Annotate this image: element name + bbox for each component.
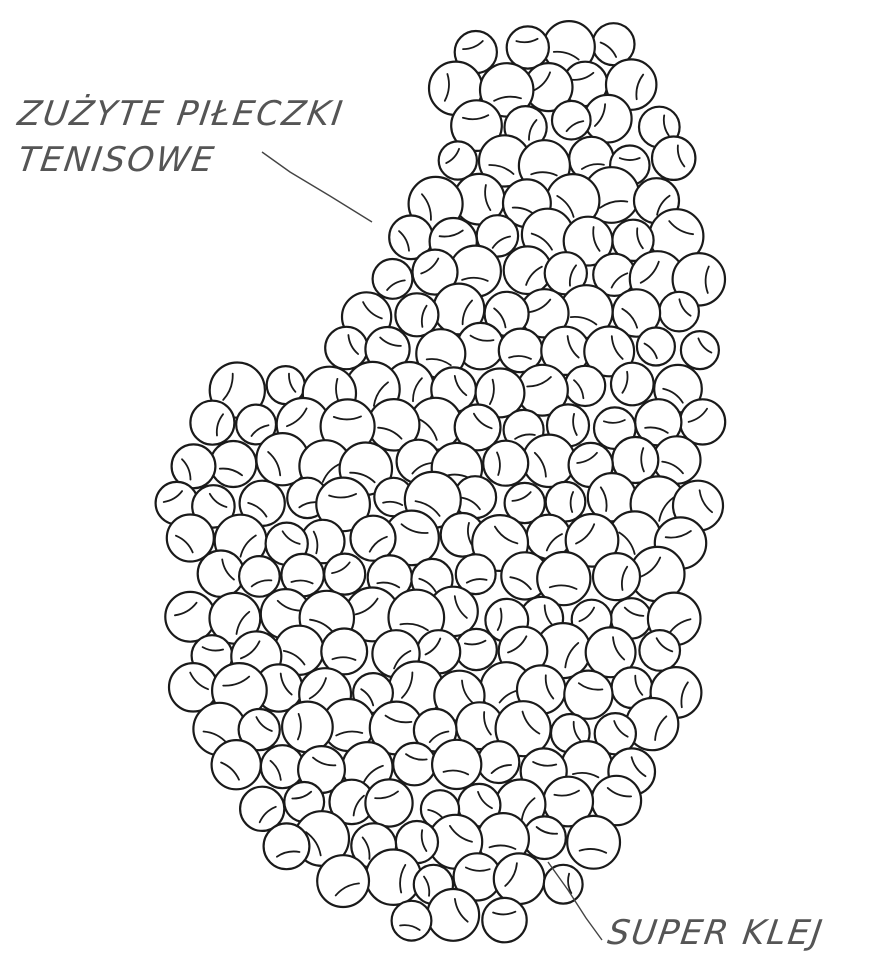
tennis-ball <box>165 592 215 642</box>
tennis-ball <box>325 327 367 369</box>
balls-label-line1: ZUŻYTE PIŁECZKI <box>15 94 346 134</box>
tennis-ball <box>264 823 310 869</box>
balls-label-line2: TENISOWE <box>15 140 218 180</box>
tennis-ball <box>393 743 435 785</box>
glue-label: SUPER KLEJ <box>605 913 826 953</box>
tennis-ball <box>456 629 497 670</box>
tennis-ball <box>239 556 280 597</box>
tennis-ball <box>324 554 365 595</box>
tennis-ball <box>652 137 695 180</box>
tennis-ball <box>212 740 261 789</box>
tennis-ball <box>523 435 575 487</box>
tennis-ball <box>681 331 719 369</box>
tennis-ball <box>432 740 481 789</box>
tennis-ball <box>392 901 432 941</box>
leader-line-balls <box>262 152 372 222</box>
tennis-ball <box>366 850 421 905</box>
tennis-ball <box>190 401 234 445</box>
tennis-ball <box>282 702 333 753</box>
tennis-ball <box>567 816 620 869</box>
tennis-ball <box>483 441 528 486</box>
tennis-ball <box>478 741 520 783</box>
tennis-ball <box>351 516 396 561</box>
tennis-ball <box>552 101 591 140</box>
tennis-ball <box>317 855 369 907</box>
tennis-ball <box>482 898 526 942</box>
tennis-ball <box>439 141 477 179</box>
tennis-ball <box>210 441 256 487</box>
tennis-ball <box>564 671 612 719</box>
tennis-ball <box>507 26 549 68</box>
tennis-ball <box>611 363 654 406</box>
tennis-ball <box>639 630 680 671</box>
tennis-ball <box>365 779 412 826</box>
tennis-balls-group <box>156 21 726 942</box>
tennis-ball <box>637 328 675 366</box>
tennis-ball <box>593 553 640 600</box>
tennis-ball <box>494 853 545 904</box>
tennis-ball <box>659 292 699 332</box>
tennis-ball <box>565 366 605 406</box>
tennis-ball <box>198 551 244 597</box>
tennis-ball <box>427 889 479 941</box>
tennis-ball <box>373 259 413 299</box>
